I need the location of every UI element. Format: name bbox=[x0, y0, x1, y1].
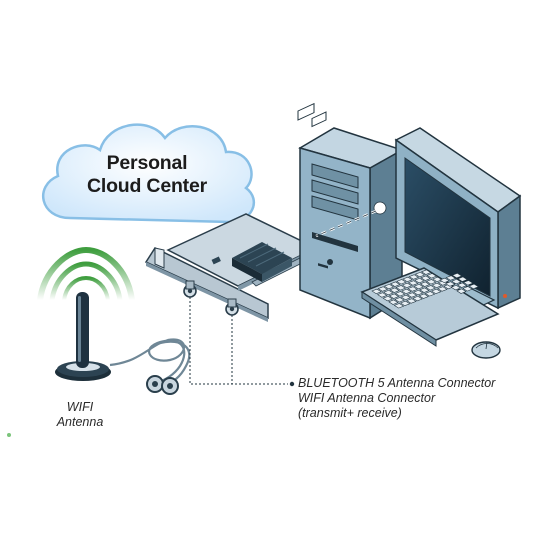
mouse bbox=[471, 341, 501, 359]
keyboard-key bbox=[450, 284, 462, 291]
keyboard-key bbox=[456, 282, 468, 288]
keyboard-key bbox=[420, 275, 431, 281]
keyboard-key bbox=[418, 293, 430, 299]
keyboard-key bbox=[383, 283, 395, 290]
keyboard-key bbox=[401, 288, 412, 295]
keyboard-key bbox=[371, 288, 382, 295]
keyboard-key bbox=[389, 281, 401, 287]
keyboard-key bbox=[413, 283, 425, 290]
keyboard-key bbox=[383, 289, 394, 296]
keyboard-key bbox=[468, 283, 480, 290]
wifi-waves bbox=[37, 246, 135, 303]
connector-label-line2: WIFI Antenna Connector bbox=[298, 391, 436, 405]
keyboard-key bbox=[462, 286, 473, 292]
connector-label-line3: (transmit+ receive) bbox=[298, 406, 402, 420]
cloud-label: Personal Cloud Center bbox=[62, 152, 232, 198]
keyboard-key bbox=[414, 271, 426, 278]
keyboard-key bbox=[406, 292, 418, 298]
cloud-shape bbox=[41, 123, 256, 224]
keyboard-key bbox=[437, 286, 448, 292]
keyboard-key bbox=[462, 280, 474, 286]
keyboard-key bbox=[430, 288, 442, 295]
keyboard-key bbox=[420, 269, 432, 275]
keyboard-key bbox=[431, 282, 443, 289]
cloud-label-line2: Cloud Center bbox=[86, 175, 208, 197]
keyboard-key bbox=[419, 287, 430, 293]
keyboard-key bbox=[389, 287, 400, 293]
cloud-label-line1: Personal bbox=[106, 152, 188, 174]
keyboard-key bbox=[394, 297, 405, 303]
connector-label: BLUETOOTH 5 Antenna Connector WIFI Anten… bbox=[298, 376, 495, 421]
keyboard-key bbox=[451, 272, 463, 279]
keyboard-key bbox=[388, 293, 400, 299]
keyboard-key bbox=[395, 285, 407, 291]
keyboard-key bbox=[414, 277, 425, 284]
callout-dot bbox=[289, 381, 295, 387]
keyboard-key bbox=[425, 285, 436, 291]
keyboard-key bbox=[401, 282, 413, 289]
connector-label-line1: BLUETOOTH 5 Antenna Connector bbox=[298, 376, 496, 390]
keyboard-key bbox=[399, 300, 411, 307]
keyboard bbox=[360, 267, 500, 347]
monitor bbox=[394, 127, 522, 319]
keyboard-key bbox=[394, 291, 406, 297]
keyboard-key bbox=[396, 279, 407, 285]
keyboard-key bbox=[444, 281, 456, 287]
keyboard-key bbox=[456, 288, 467, 294]
keyboard-key bbox=[407, 280, 419, 286]
keyboard-key bbox=[439, 277, 450, 284]
keyboard-key bbox=[402, 276, 413, 283]
edge-mark bbox=[7, 433, 11, 437]
keyboard-key bbox=[425, 279, 437, 285]
keyboard-key bbox=[445, 275, 457, 281]
keyboard-key bbox=[406, 298, 417, 304]
keyboard-key bbox=[408, 274, 420, 280]
keyboard-key bbox=[388, 299, 399, 305]
keyboard-key bbox=[393, 303, 405, 309]
keyboard-key bbox=[376, 292, 388, 298]
keyboard-key bbox=[457, 276, 468, 282]
wifi-antenna bbox=[55, 292, 191, 395]
keyboard-key bbox=[377, 286, 389, 292]
keyboard-key bbox=[400, 294, 412, 301]
callout-lines bbox=[189, 297, 288, 385]
keyboard-key bbox=[407, 286, 418, 292]
slot-indicator bbox=[297, 102, 387, 238]
keyboard-key bbox=[419, 281, 431, 287]
keyboard-key bbox=[412, 295, 423, 302]
keyboard-key bbox=[382, 295, 394, 302]
antenna-label-line2: Antenna bbox=[56, 415, 104, 429]
keyboard-key bbox=[412, 289, 424, 296]
keyboard-key bbox=[451, 278, 462, 285]
antenna-label-line1: WIFI bbox=[66, 400, 94, 414]
computer-case bbox=[298, 127, 404, 320]
pci-card bbox=[144, 213, 318, 322]
antenna-label: WIFI Antenna bbox=[44, 400, 116, 430]
keyboard-key bbox=[426, 273, 438, 279]
keyboard-key bbox=[424, 291, 436, 297]
